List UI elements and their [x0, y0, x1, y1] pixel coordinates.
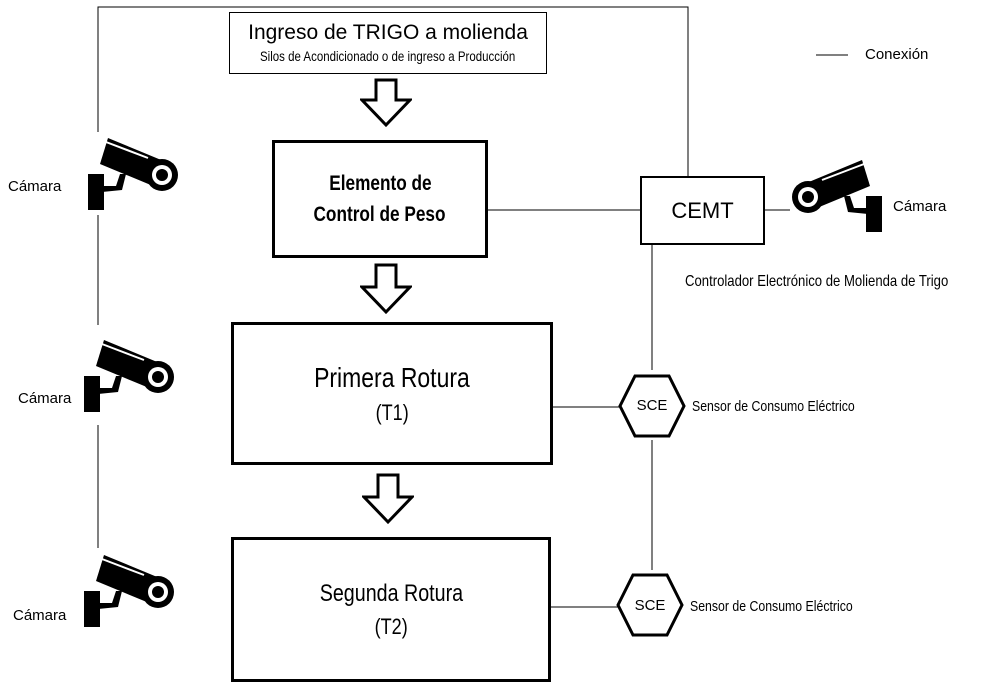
- title-sub: Silos de Acondicionado o de ingreso a Pr…: [260, 48, 516, 64]
- sensor1-description: Sensor de Consumo Eléctrico: [692, 398, 855, 415]
- security-camera-icon: [84, 340, 174, 412]
- weight-control-block: Elemento de Control de Peso: [272, 140, 488, 258]
- cemt-description: Controlador Electrónico de Molienda de T…: [685, 273, 949, 290]
- first-break-block: Primera Rotura (T1): [231, 322, 553, 465]
- camera3-label: Cámara: [13, 607, 67, 624]
- cemt-block: CEMT: [640, 176, 765, 245]
- weight-control-line1: Elemento de: [328, 172, 432, 195]
- camera4-label: Cámara: [893, 198, 947, 215]
- weight-control-line2: Control de Peso: [313, 203, 447, 226]
- top-loop-wire: [97, 6, 689, 176]
- cemt-label: CEMT: [671, 197, 734, 223]
- arrow-down-icon: [362, 473, 414, 525]
- first-break-code: (T1): [375, 399, 409, 425]
- title-box: Ingreso de TRIGO a molienda Silos de Aco…: [229, 12, 547, 74]
- camera2-label: Cámara: [18, 390, 72, 407]
- second-break-code: (T2): [374, 613, 408, 639]
- second-break-block: Segunda Rotura (T2): [231, 537, 551, 682]
- sensor1-code: SCE: [636, 397, 668, 414]
- camera1-label: Cámara: [8, 178, 62, 195]
- sensor-hexagon-icon: [618, 374, 686, 438]
- security-camera-icon: [84, 555, 174, 627]
- security-camera-icon: [792, 160, 882, 232]
- first-break-name: Primera Rotura: [314, 361, 470, 393]
- arrow-down-icon: [360, 78, 412, 128]
- sensor2-description: Sensor de Consumo Eléctrico: [690, 598, 853, 615]
- legend-label: Conexión: [865, 46, 929, 63]
- title-main: Ingreso de TRIGO a molienda: [248, 21, 528, 44]
- arrow-down-icon: [360, 263, 412, 315]
- sensor-hexagon-icon: [616, 573, 684, 637]
- second-break-name: Segunda Rotura: [319, 579, 463, 607]
- security-camera-icon: [88, 138, 178, 210]
- sensor2-code: SCE: [634, 597, 666, 614]
